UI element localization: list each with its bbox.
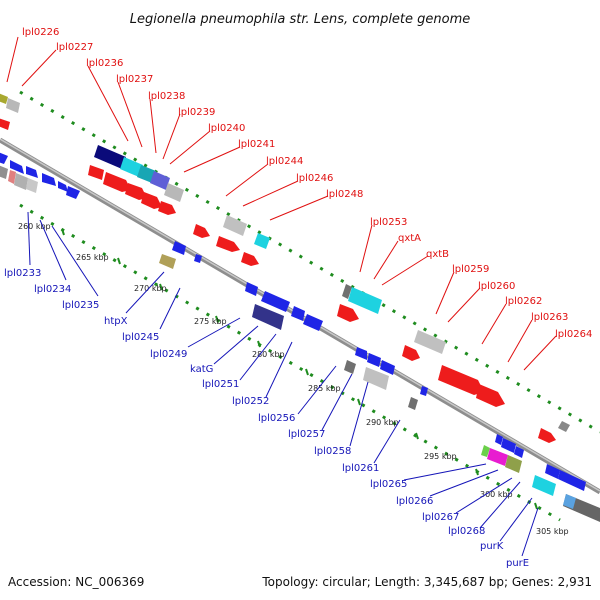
inner-tick-track: [19, 203, 561, 522]
gene-label-lpl0256: lpl0256: [258, 413, 295, 424]
gene-label-htpX: htpX: [104, 316, 128, 327]
gene-label-lpl0240: lpl0240: [208, 123, 245, 134]
scale-label-260: 260 kbp: [18, 222, 51, 231]
reverse-leader-lines: [27, 211, 539, 557]
outer-tick-track: [19, 90, 600, 434]
gene-label-purE: purE: [506, 558, 529, 569]
scale-label-305: 305 kbp: [536, 527, 569, 536]
gene-label-lpl0245: lpl0245: [122, 332, 159, 343]
gene-label-lpl0235: lpl0235: [62, 300, 99, 311]
gene-label-lpl0226: lpl0226: [22, 27, 59, 38]
gene-label-lpl0236: lpl0236: [86, 58, 123, 69]
gene-label-lpl0253: lpl0253: [370, 217, 407, 228]
gene-label-lpl0263: lpl0263: [531, 312, 568, 323]
scale-label-295: 295 kbp: [424, 452, 457, 461]
gene-label-katG: katG: [190, 364, 213, 375]
scale-tick-marks: [61, 228, 538, 510]
scale-label-300: 300 kbp: [480, 490, 513, 499]
gene-label-lpl0265: lpl0265: [370, 479, 407, 490]
accession-text: Accession: NC_006369: [8, 575, 144, 589]
gene-label-lpl0251: lpl0251: [202, 379, 239, 390]
scale-label-290: 290 kbp: [366, 418, 399, 427]
gene-label-lpl0266: lpl0266: [396, 496, 433, 507]
reverse-colored-boxes: [0, 165, 600, 522]
scale-label-275: 275 kbp: [194, 317, 227, 326]
map-title: Legionella pneumophila str. Lens, comple…: [130, 12, 471, 27]
gene-label-lpl0261: lpl0261: [342, 463, 379, 474]
gene-label-lpl0238: lpl0238: [148, 91, 185, 102]
gene-label-lpl0237: lpl0237: [116, 74, 153, 85]
scale-labels: 260 kbp 265 kbp 270 kbp 275 kbp 280 kbp …: [18, 222, 569, 536]
scale-label-285: 285 kbp: [308, 384, 341, 393]
gene-label-lpl0264: lpl0264: [555, 329, 592, 340]
gene-label-lpl0249: lpl0249: [150, 349, 187, 360]
scale-label-280: 280 kbp: [252, 350, 285, 359]
gene-label-lpl0268: lpl0268: [448, 526, 485, 537]
gene-label-lpl0257: lpl0257: [288, 429, 325, 440]
gene-label-lpl0259: lpl0259: [452, 264, 489, 275]
genome-summary-text: Topology: circular; Length: 3,345,687 bp…: [261, 575, 592, 589]
gene-label-lpl0234: lpl0234: [34, 284, 71, 295]
gene-label-lpl0239: lpl0239: [178, 107, 215, 118]
gene-label-lpl0241: lpl0241: [238, 139, 275, 150]
gene-label-lpl0248: lpl0248: [326, 189, 363, 200]
forward-genes: [0, 118, 556, 443]
reverse-gene-labels: lpl0233 lpl0234 lpl0235 htpX lpl0245 lpl…: [4, 268, 529, 569]
scale-label-265: 265 kbp: [76, 253, 109, 262]
forward-colored-boxes: [0, 93, 570, 432]
gene-label-lpl0267: lpl0267: [422, 512, 459, 523]
scale-label-270: 270 kbp: [134, 284, 167, 293]
gene-label-lpl0252: lpl0252: [232, 396, 269, 407]
gene-label-qxtB: qxtB: [426, 249, 449, 260]
gene-label-qxtA: qxtA: [398, 233, 421, 244]
forward-gene-labels: lpl0226 lpl0227 lpl0236 lpl0237 lpl0238 …: [22, 27, 592, 340]
gene-label-lpl0227: lpl0227: [56, 42, 93, 53]
gene-label-lpl0260: lpl0260: [478, 281, 515, 292]
gene-label-lpl0246: lpl0246: [296, 173, 333, 184]
reverse-genes: [0, 152, 586, 491]
gene-label-lpl0244: lpl0244: [266, 156, 303, 167]
gene-label-lpl0262: lpl0262: [505, 296, 542, 307]
gene-label-purK: purK: [480, 541, 504, 552]
forward-leader-lines: [6, 36, 557, 371]
gene-label-lpl0233: lpl0233: [4, 268, 41, 279]
gene-label-lpl0258: lpl0258: [314, 446, 351, 457]
